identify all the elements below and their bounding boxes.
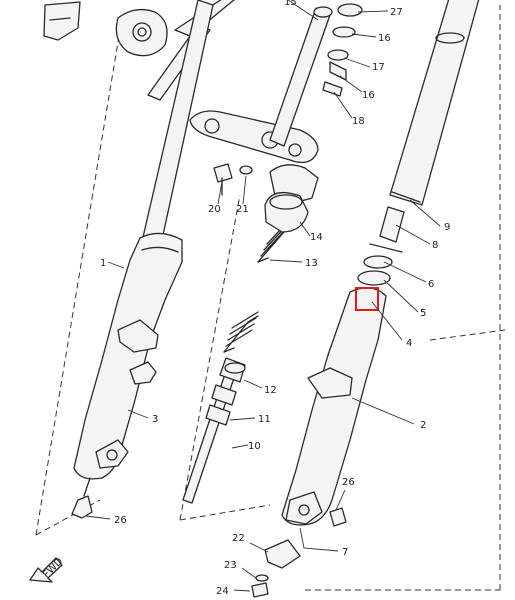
callout-9: 9 xyxy=(444,222,450,233)
callout-2: 2 xyxy=(420,420,426,431)
highlight-box xyxy=(355,287,379,311)
callout-15: 15 xyxy=(284,0,297,8)
left-outer-tube xyxy=(73,232,183,480)
dust-seal xyxy=(379,206,405,243)
callout-21: 21 xyxy=(236,204,249,215)
callout-17: 17 xyxy=(372,62,385,73)
callout-13: 13 xyxy=(305,258,318,269)
callout-11: 11 xyxy=(258,414,271,425)
damper-rod xyxy=(182,357,246,504)
under-bracket xyxy=(189,110,319,164)
circlip-oil-seal xyxy=(357,243,403,286)
left-inner-tube xyxy=(139,0,235,259)
callout-23: 23 xyxy=(224,560,237,571)
callout-24: 24 xyxy=(216,586,229,597)
right-outer-tube xyxy=(281,287,387,526)
right-inner-tube xyxy=(389,0,480,206)
small-bolt-washer xyxy=(213,163,253,196)
callout-26a: 26 xyxy=(114,515,127,526)
rubber-bushing xyxy=(264,191,309,233)
callout-14: 14 xyxy=(310,232,323,243)
assembly-boundary-right xyxy=(305,5,506,591)
upper-bracket-fragment xyxy=(43,1,168,57)
callout-5: 5 xyxy=(420,308,426,319)
right-axle-bolts xyxy=(251,507,347,598)
callout-6: 6 xyxy=(428,279,434,290)
left-axle-bolt xyxy=(71,477,93,519)
callout-1: 1 xyxy=(100,258,106,269)
callout-4: 4 xyxy=(406,338,412,349)
callout-7: 7 xyxy=(342,547,348,558)
fwd-arrow-icon: FWD xyxy=(29,556,66,583)
fwd-label: FWD xyxy=(41,556,65,580)
callout-12: 12 xyxy=(264,385,277,396)
callout-8: 8 xyxy=(432,240,438,251)
stem-bearing-stack xyxy=(322,3,363,97)
callout-16b: 16 xyxy=(362,90,375,101)
rebound-spring xyxy=(223,311,259,353)
callout-22: 22 xyxy=(232,533,245,544)
callout-3: 3 xyxy=(152,414,158,425)
leader-lines xyxy=(85,0,441,592)
callout-10: 10 xyxy=(248,441,261,452)
callouts: 1 2 3 4 5 6 7 8 9 10 11 12 13 14 15 16 1… xyxy=(100,0,450,597)
callout-18: 18 xyxy=(352,116,365,127)
callout-27: 27 xyxy=(390,7,403,18)
callout-20: 20 xyxy=(208,204,221,215)
steering-stem xyxy=(269,6,333,147)
callout-16a: 16 xyxy=(378,33,391,44)
callout-26b: 26 xyxy=(342,477,355,488)
